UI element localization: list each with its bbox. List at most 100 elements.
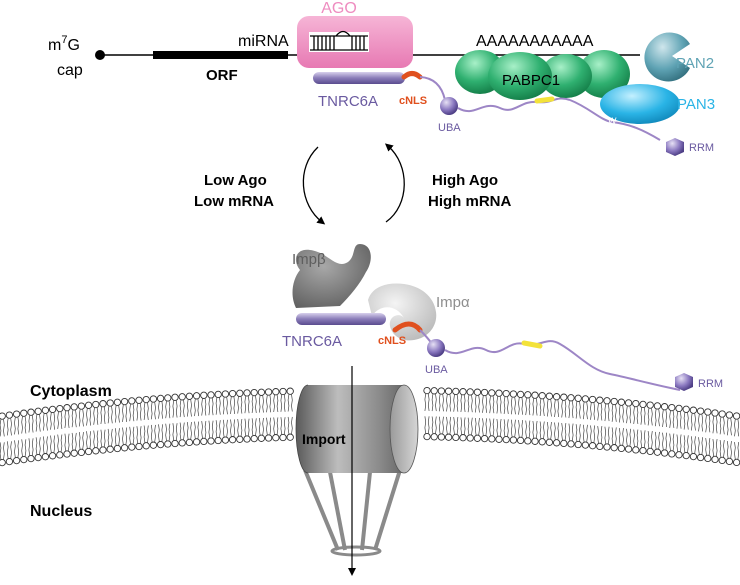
lipid-tail	[114, 405, 120, 423]
lipid-tail	[266, 417, 272, 435]
lipid-tail	[705, 415, 711, 433]
lipid-tail	[215, 397, 221, 415]
lipid-head	[257, 388, 266, 396]
lipid-head	[236, 435, 244, 443]
lipid-head	[552, 439, 561, 447]
high-mrna-label: High mRNA	[428, 193, 511, 210]
cnls-label-bottom: cNLS	[378, 335, 406, 347]
lipid-tail	[179, 422, 185, 440]
lipid-head	[185, 438, 194, 447]
lipid-head	[92, 447, 100, 455]
lipid-head	[509, 436, 518, 444]
lipid-head	[560, 439, 568, 448]
lipid-tail	[575, 401, 581, 419]
lipid-tail	[244, 418, 250, 436]
lipid-tail	[467, 395, 473, 413]
lipid-head	[632, 446, 640, 454]
lipid-tail	[244, 396, 250, 414]
lipid-tail	[86, 408, 92, 426]
lipid-head	[682, 405, 690, 413]
lipid-tail	[35, 414, 41, 432]
lipid-head	[545, 438, 554, 446]
lipid-tail	[546, 399, 552, 417]
lipid-head	[574, 394, 582, 402]
lipid-tail	[575, 424, 581, 442]
lipid-head	[99, 400, 107, 408]
uba-label-top: UBA	[438, 122, 461, 134]
lipid-head	[48, 452, 57, 460]
import-label: Import	[302, 431, 346, 447]
lipid-tail	[482, 418, 488, 436]
lipid-tail	[525, 420, 531, 438]
ago-protein	[297, 16, 413, 68]
uba-domain-top	[440, 97, 458, 115]
lipid-tail	[35, 437, 41, 455]
lipid-head	[34, 453, 42, 462]
importin-beta	[292, 244, 371, 308]
lipid-tail	[726, 441, 732, 459]
lipid-tail	[258, 417, 264, 436]
lipid-head	[113, 444, 122, 453]
rrm-domain-top	[666, 138, 684, 156]
lipid-head	[221, 436, 230, 444]
lipid-head	[286, 433, 294, 441]
lipid-head	[696, 453, 705, 462]
lipid-tail	[626, 406, 632, 424]
lipid-head	[624, 445, 633, 453]
lipid-head	[653, 448, 662, 456]
lipid-tail	[561, 423, 567, 441]
lipid-tail	[705, 438, 711, 456]
lipid-tail	[611, 404, 617, 422]
lipid-head	[452, 433, 460, 442]
lipid-tail	[532, 420, 538, 439]
lipid-head	[250, 434, 258, 443]
uba-domain-bottom	[427, 339, 445, 357]
lipid-tail	[467, 417, 473, 435]
lipid-head	[538, 438, 546, 446]
lipid-head	[423, 386, 431, 395]
lipid-tail	[172, 423, 178, 441]
orf-bar	[153, 51, 288, 59]
lipid-tail	[510, 397, 516, 415]
lipid-tail	[690, 436, 696, 454]
lipid-head	[228, 436, 237, 444]
lipid-tail	[640, 430, 646, 448]
cytoplasm-label: Cytoplasm	[30, 383, 112, 400]
lipid-tail	[460, 394, 466, 413]
lipid-head	[732, 458, 740, 467]
lipid-tail	[640, 407, 646, 425]
lipid-head	[524, 437, 532, 445]
lipid-head	[452, 387, 460, 396]
lipid-tail	[503, 396, 509, 414]
lipid-head	[27, 408, 35, 416]
lipid-tail	[158, 401, 164, 419]
lipid-head	[617, 444, 626, 453]
lipid-tail	[518, 397, 524, 415]
lipid-tail	[42, 436, 48, 454]
w-motif-label: W	[608, 116, 617, 126]
lipid-head	[120, 444, 129, 452]
lipid-head	[0, 412, 6, 420]
lipid-head	[718, 456, 726, 465]
lipid-tail	[496, 418, 502, 437]
nuclear-membrane	[0, 386, 740, 467]
lipid-tail	[647, 431, 653, 449]
lipid-tail	[662, 409, 668, 428]
lipid-head	[200, 437, 208, 446]
lipid-tail	[287, 394, 293, 412]
yellow-motif-bottom	[521, 340, 543, 349]
lipid-head	[128, 443, 136, 451]
cnls-segment-top	[401, 71, 423, 80]
lipid-tail	[474, 417, 480, 436]
lipid-tail	[179, 399, 185, 418]
cnls-segment-bottom	[392, 321, 423, 333]
lipid-head	[459, 388, 467, 396]
lipid-head	[466, 388, 474, 396]
lipid-tail	[136, 403, 142, 421]
imp-beta-label: Impβ	[292, 251, 326, 268]
lipid-head	[696, 407, 705, 415]
lipid-head	[20, 409, 28, 417]
lipid-head	[502, 435, 510, 444]
lipid-tail	[539, 421, 545, 439]
tnrc6a-top	[313, 71, 446, 101]
